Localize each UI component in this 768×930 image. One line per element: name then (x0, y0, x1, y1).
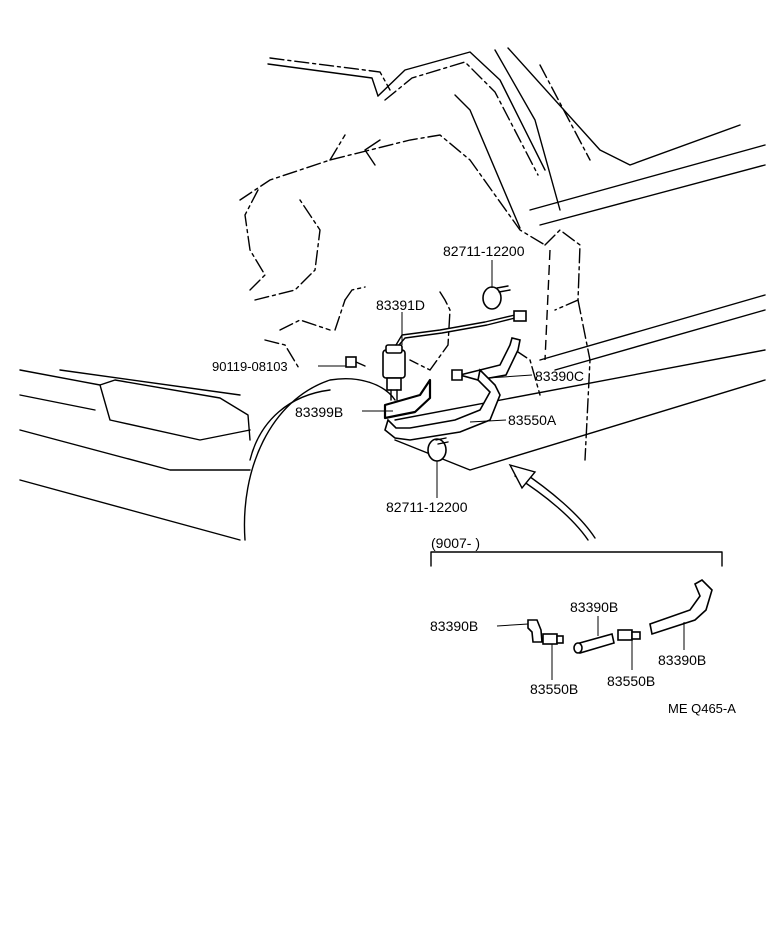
inset-hose-right (649, 579, 713, 636)
washer-assembly (345, 285, 527, 462)
bracket (383, 378, 432, 420)
inset-parts (496, 579, 713, 680)
clip-top (482, 285, 511, 310)
label-inset-joint-right: 83550B (607, 673, 655, 689)
wire-connector (513, 310, 527, 322)
label-hose-a: 83550A (508, 412, 557, 428)
clip-bottom (427, 437, 449, 462)
inset-joint-right (617, 629, 641, 641)
drawing-code: ME Q465-A (668, 701, 736, 716)
callout-arrow (508, 463, 596, 541)
label-screw: 90119-08103 (212, 359, 288, 374)
label-inset-hose-left: 83390B (430, 618, 478, 634)
hose-c (456, 337, 521, 381)
hose-a (384, 368, 501, 441)
inset-hose-left (527, 619, 543, 643)
label-clip-top: 82711-12200 (443, 243, 525, 259)
label-hose-c: 83390C (535, 368, 584, 384)
inset-header: (9007- ) (431, 535, 480, 551)
label-inset-hose-right: 83390B (658, 652, 706, 668)
label-clip-bottom: 82711-12200 (386, 499, 468, 515)
screw (345, 356, 366, 368)
inset-joint-left (542, 633, 564, 645)
leader-lines (318, 260, 533, 498)
label-wire: 83391D (376, 297, 425, 313)
inset-frame (430, 551, 723, 567)
part-labels: 82711-12200 83391D 90119-08103 83390C 83… (212, 243, 736, 716)
label-bracket: 83399B (295, 404, 343, 420)
vehicle-outline (19, 47, 766, 541)
label-inset-hose-mid: 83390B (570, 599, 618, 615)
label-inset-joint-left: 83550B (530, 681, 578, 697)
washer-pump (382, 349, 406, 379)
